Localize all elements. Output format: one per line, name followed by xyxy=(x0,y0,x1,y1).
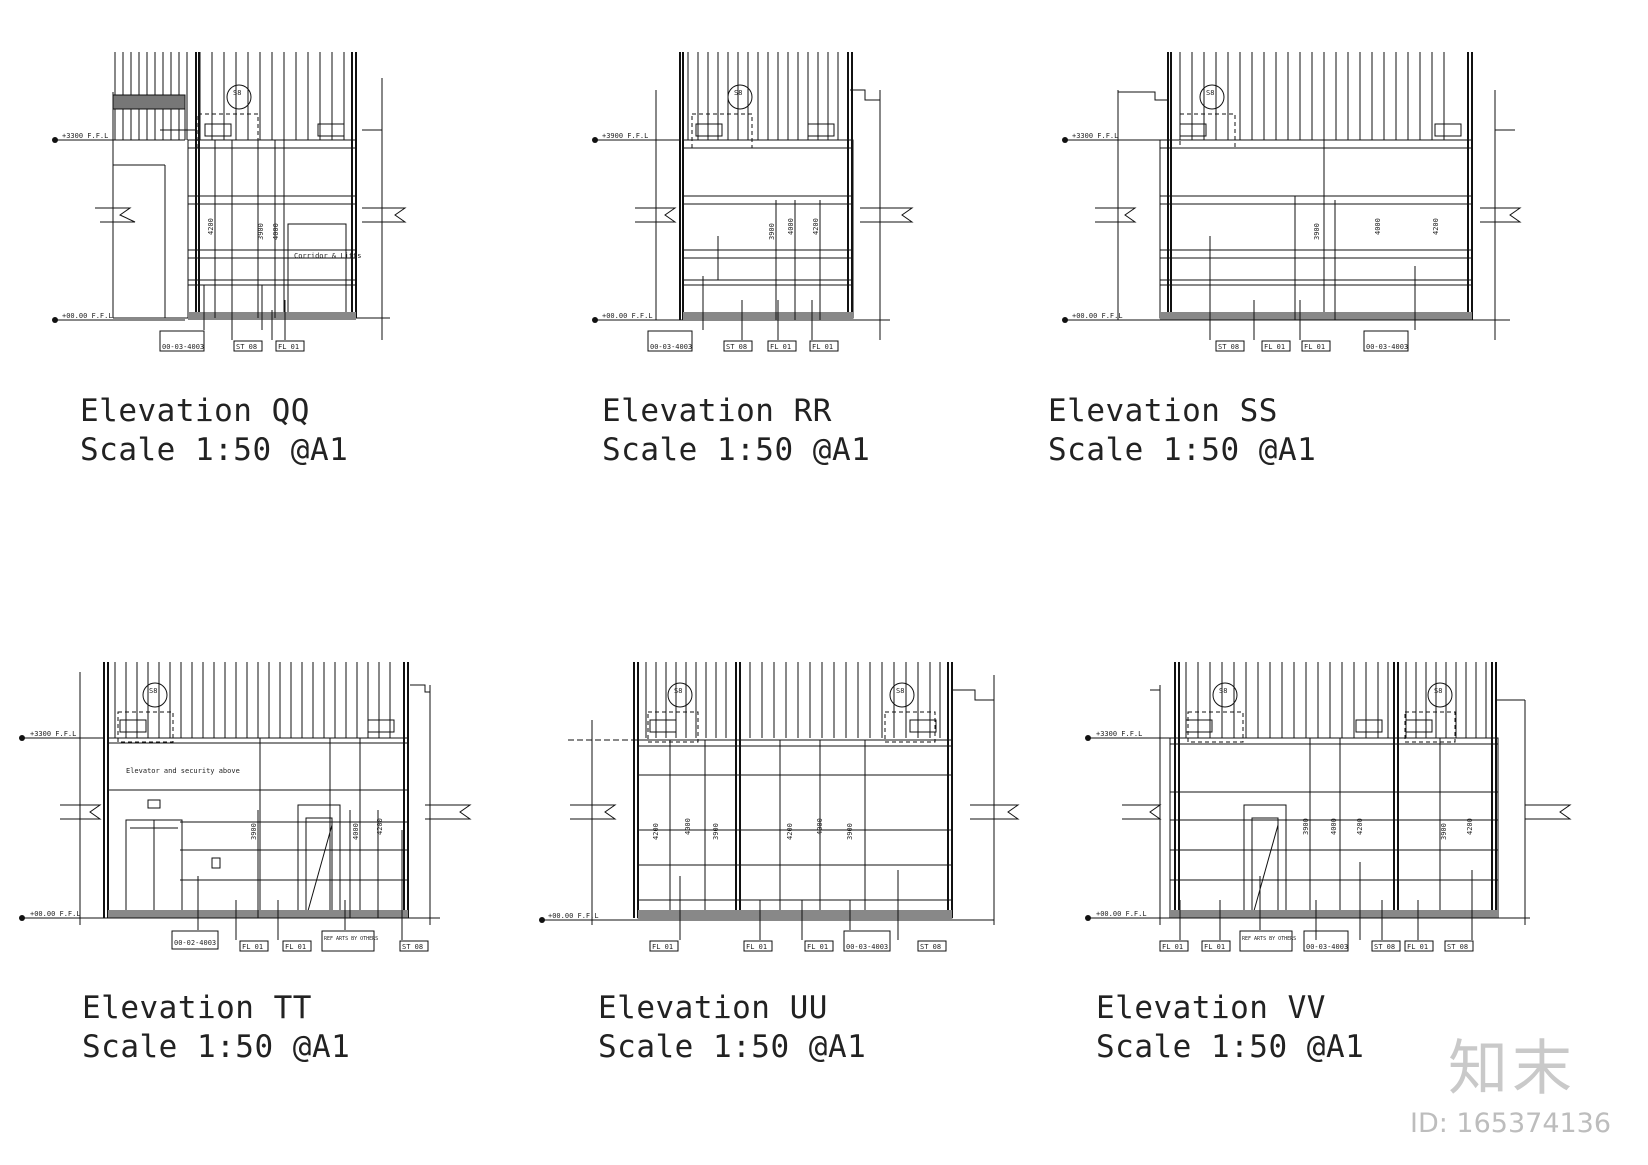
material-tag: 00-03-4003 xyxy=(1306,943,1348,951)
level-label: +3300 F.F.L xyxy=(1072,132,1118,140)
material-tag: ST 08 xyxy=(1218,343,1239,351)
dimension-label: 3900 xyxy=(768,223,776,240)
elevation-tt-drawing: +3300 F.F.L +00.00 F.F.L S8 Elevator and… xyxy=(19,662,472,952)
material-tag: ST 08 xyxy=(920,943,941,951)
section-ref: S8 xyxy=(1219,687,1227,695)
elevation-scale: Scale 1:50 @A1 xyxy=(82,1029,351,1065)
material-tag: ST 08 xyxy=(402,943,423,951)
section-ref: S8 xyxy=(1434,687,1442,695)
level-label: +00.00 F.F.L xyxy=(1072,312,1123,320)
elevation-rr: +3900 F.F.L +00.00 F.F.L S8 00-03-4003 S… xyxy=(520,0,1040,480)
material-tag: FL 01 xyxy=(770,343,791,351)
level-label: +00.00 F.F.L xyxy=(30,910,81,918)
material-tag: 00-03-4003 xyxy=(650,343,692,351)
section-ref: S8 xyxy=(149,687,157,695)
elevation-uu: +00.00 F.F.L S8 S8 FL 01 FL 01 FL 01 00-… xyxy=(520,600,1060,1100)
material-tag: REF ARTS BY OTHERS xyxy=(324,936,378,942)
material-tag: FL 01 xyxy=(1407,943,1428,951)
material-tag: ST 08 xyxy=(1447,943,1468,951)
elevation-uu-drawing: +00.00 F.F.L S8 S8 FL 01 FL 01 FL 01 00-… xyxy=(539,662,1020,952)
dimension-label: 4200 xyxy=(1432,218,1440,235)
material-tag: 00-03-4003 xyxy=(162,343,204,351)
dimension-label: 4200 xyxy=(207,218,215,235)
section-ref: S8 xyxy=(1206,89,1214,97)
dimension-label: 4000 xyxy=(787,218,795,235)
elevation-qq-drawing: +3300 F.F.L +00.00 F.F.L S8 00-03-4003 S… xyxy=(52,52,407,352)
level-label: +3300 F.F.L xyxy=(30,730,76,738)
section-ref: S8 xyxy=(734,89,742,97)
dimension-label: 3900 xyxy=(846,823,854,840)
elevation-scale: Scale 1:50 @A1 xyxy=(1048,432,1317,468)
dimension-label: 4000 xyxy=(1330,818,1338,835)
elevation-vv: +3300 F.F.L +00.00 F.F.L S8 S8 FL 01 FL … xyxy=(1060,600,1620,1100)
elevation-rr-drawing: +3900 F.F.L +00.00 F.F.L S8 00-03-4003 S… xyxy=(592,52,914,352)
material-tag: FL 01 xyxy=(1204,943,1225,951)
section-ref: S8 xyxy=(233,89,241,97)
elevation-ss: +3300 F.F.L +00.00 F.F.L S8 ST 08 FL 01 … xyxy=(1040,0,1648,480)
dimension-label: 3900 xyxy=(1302,818,1310,835)
elevation-title: Elevation RR xyxy=(602,393,832,429)
material-tag: FL 01 xyxy=(1304,343,1325,351)
material-tag: FL 01 xyxy=(285,943,306,951)
section-ref: S8 xyxy=(896,687,904,695)
dimension-label: 3900 xyxy=(1440,823,1448,840)
dimension-label: 3900 xyxy=(1313,223,1321,240)
material-tag: FL 01 xyxy=(652,943,673,951)
watermark-id: ID: 165374136 xyxy=(1410,1108,1612,1139)
material-tag: 00-03-4003 xyxy=(1366,343,1408,351)
elevation-title: Elevation TT xyxy=(82,990,312,1026)
material-tag: FL 01 xyxy=(242,943,263,951)
elevation-title: Elevation SS xyxy=(1048,393,1278,429)
dimension-label: 4200 xyxy=(786,823,794,840)
dimension-label: 4000 xyxy=(816,818,824,835)
material-tag: 00-02-4003 xyxy=(174,939,216,947)
material-tag: FL 01 xyxy=(1264,343,1285,351)
material-tag: FL 01 xyxy=(1162,943,1183,951)
elevation-title: Elevation UU xyxy=(598,990,828,1026)
elevation-scale: Scale 1:50 @A1 xyxy=(602,432,871,468)
elevation-scale: Scale 1:50 @A1 xyxy=(1096,1029,1365,1065)
level-label: +3300 F.F.L xyxy=(1096,730,1142,738)
elevation-vv-drawing: +3300 F.F.L +00.00 F.F.L S8 S8 FL 01 FL … xyxy=(1085,662,1572,952)
dimension-label: 3900 xyxy=(712,823,720,840)
dimension-label: 4200 xyxy=(376,818,384,835)
material-tag: ST 08 xyxy=(726,343,747,351)
material-tag: FL 01 xyxy=(278,343,299,351)
elevation-ss-drawing: +3300 F.F.L +00.00 F.F.L S8 ST 08 FL 01 … xyxy=(1062,52,1522,352)
elevation-scale: Scale 1:50 @A1 xyxy=(598,1029,867,1065)
material-tag: FL 01 xyxy=(807,943,828,951)
dimension-label: 4000 xyxy=(352,823,360,840)
dimension-label: 4200 xyxy=(812,218,820,235)
material-tag: ST 08 xyxy=(236,343,257,351)
section-ref: S8 xyxy=(674,687,682,695)
dimension-label: 4000 xyxy=(684,818,692,835)
level-label: +00.00 F.F.L xyxy=(548,912,599,920)
room-annotation: Elevator and security above xyxy=(126,767,240,775)
dimension-label: 4000 xyxy=(1374,218,1382,235)
elevation-tt: +3300 F.F.L +00.00 F.F.L S8 Elevator and… xyxy=(0,600,520,1100)
dimension-label: 4200 xyxy=(1466,818,1474,835)
dimension-label: 4200 xyxy=(1356,818,1364,835)
material-tag: REF ARTS BY OTHERS xyxy=(1242,936,1296,942)
material-tag: FL 01 xyxy=(812,343,833,351)
dimension-label: 4200 xyxy=(652,823,660,840)
level-label: +3900 F.F.L xyxy=(602,132,648,140)
watermark-logo: 知末 xyxy=(1448,1034,1576,1104)
elevation-title: Elevation QQ xyxy=(80,393,310,429)
dimension-label: 3900 xyxy=(257,223,265,240)
elevation-scale: Scale 1:50 @A1 xyxy=(80,432,349,468)
room-annotation: Corridor & Lifts xyxy=(294,252,361,260)
material-tag: 00-03-4003 xyxy=(846,943,888,951)
level-label: +00.00 F.F.L xyxy=(602,312,653,320)
elevation-qq: +3300 F.F.L +00.00 F.F.L S8 00-03-4003 S… xyxy=(0,0,520,480)
dimension-label: 4000 xyxy=(272,223,280,240)
level-label: +00.00 F.F.L xyxy=(1096,910,1147,918)
level-label: +3300 F.F.L xyxy=(62,132,108,140)
level-label: +00.00 F.F.L xyxy=(62,312,113,320)
material-tag: ST 08 xyxy=(1374,943,1395,951)
dimension-label: 3900 xyxy=(250,823,258,840)
material-tag: FL 01 xyxy=(746,943,767,951)
elevation-title: Elevation VV xyxy=(1096,990,1326,1026)
